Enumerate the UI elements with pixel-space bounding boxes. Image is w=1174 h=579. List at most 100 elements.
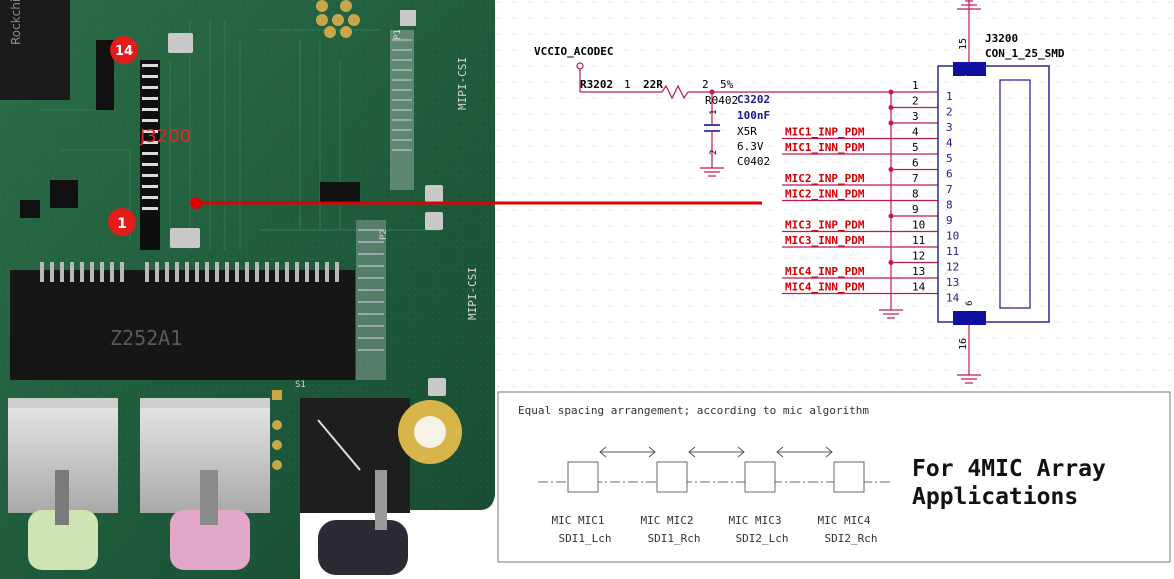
r3202-pin1: 1 <box>624 78 631 91</box>
pin-inner-number: 10 <box>946 230 959 243</box>
net-label: MIC4_INN_PDM <box>785 281 865 294</box>
c3202-package: C0402 <box>737 155 770 168</box>
pin-row: MIC3_INP_PDM 10 10 <box>782 219 959 243</box>
pin-inner-number: 3 <box>946 121 953 134</box>
pin-number: 2 <box>912 95 919 108</box>
j3200-part: CON_1_25_SMD <box>985 47 1065 60</box>
audio-jack-pink <box>140 398 270 570</box>
mic-box <box>833 461 865 493</box>
silk-p2: P2 <box>379 229 389 240</box>
j3200-ref: J3200 <box>985 32 1018 45</box>
spacing-arrows <box>599 446 833 458</box>
mipi-csi-connector-bottom: MIPI-CSI P2 P1 <box>356 29 479 380</box>
pin-number: 3 <box>912 110 919 123</box>
mic-sdi-channel: SDI2_Rch <box>825 532 878 545</box>
title-line1: For 4MIC Array <box>912 456 1106 482</box>
pin-row: 99 <box>888 203 953 227</box>
pin-number: 13 <box>912 265 925 278</box>
ground-symbol-cap <box>700 167 724 177</box>
audio-jack-black <box>300 398 410 575</box>
pin-row: 33 <box>888 110 953 134</box>
net-label: MIC3_INP_PDM <box>785 219 865 232</box>
resistor-symbol <box>661 84 689 100</box>
net-label: MIC2_INN_PDM <box>785 188 865 201</box>
mipi-csi-connector-top: MIPI-CSI <box>390 30 469 190</box>
pin-inner-number: 5 <box>946 152 953 165</box>
net-label: MIC4_INP_PDM <box>785 265 865 278</box>
pin-inner-number: 1 <box>946 90 953 103</box>
pin-inner-number: 6 <box>946 168 953 181</box>
r3202-tolerance: 5% <box>720 78 734 91</box>
pad-top-num: 1 <box>959 75 969 80</box>
pin-number: 7 <box>912 172 919 185</box>
title-line2: Applications <box>912 484 1078 510</box>
pin-inner-number: 14 <box>946 292 960 305</box>
ground-junction <box>888 105 894 110</box>
r3202-package: R0402 <box>705 94 738 107</box>
pin-number: 5 <box>912 141 919 154</box>
pin-inner-number: 7 <box>946 183 953 196</box>
c3202-value: 100nF <box>737 109 770 122</box>
net-label: MIC1_INN_PDM <box>785 141 865 154</box>
pin-number: 8 <box>912 188 919 201</box>
edge-connector: Z252A1 <box>10 262 355 380</box>
mount-hole <box>398 400 462 464</box>
pin-number: 10 <box>912 219 925 232</box>
ground-junction <box>888 120 894 126</box>
arrangement-note: Equal spacing arrangement; according to … <box>518 404 869 417</box>
pin-number: 12 <box>912 250 925 263</box>
ground-junction <box>888 260 894 265</box>
silk-model: Z252A1 <box>110 326 182 350</box>
j3200-footprint: J3200 <box>139 60 191 250</box>
c3202-dielectric: X5R <box>737 125 757 138</box>
net-label: MIC3_INN_PDM <box>785 234 865 247</box>
pin1-badge-text: 1 <box>117 216 127 232</box>
j3200-board-label: J3200 <box>139 126 191 147</box>
ground-symbol-top <box>957 0 981 10</box>
mic-label: MIC MIC3 <box>729 514 782 527</box>
mic-sdi-channel: SDI2_Lch <box>736 532 789 545</box>
pin-inner-number: 4 <box>946 137 953 150</box>
pin-number: 6 <box>912 157 919 170</box>
ground-symbol-bus <box>879 309 903 319</box>
mic-box <box>744 461 776 493</box>
j3200-pin16: 16 <box>958 338 969 350</box>
ground-junction <box>888 167 894 172</box>
pin-number: 11 <box>912 234 925 247</box>
net-vccio-acodec: VCCIO_ACODEC <box>534 45 613 58</box>
mic-sdi-channel: SDI1_Rch <box>648 532 701 545</box>
mic-box <box>656 461 688 493</box>
pin-row: 12 12 <box>888 250 959 274</box>
pin1-badge: 1 <box>108 208 136 236</box>
pin-row: 11 <box>888 79 953 103</box>
silk-s1: S1 <box>295 380 306 390</box>
silk-p1: P1 <box>393 29 403 40</box>
pin-inner-number: 9 <box>946 214 953 227</box>
pin-number: 14 <box>912 281 926 294</box>
mic-sdi-channel: SDI1_Lch <box>559 532 612 545</box>
pin-number: 4 <box>912 126 919 139</box>
mic-label: MIC MIC1 <box>552 514 605 527</box>
mic-label: MIC MIC4 <box>818 514 871 527</box>
r3202-value: 22R <box>643 78 663 91</box>
chip-brand: Rockchip <box>9 0 23 45</box>
connector-j3200: 1 6 J3200 CON_1_25_SMD 15 16 <box>937 0 1065 384</box>
pin-number: 9 <box>912 203 919 216</box>
j3200-pin15: 15 <box>958 38 969 50</box>
pin-row: MIC4_INN_PDM 14 14 <box>782 281 960 305</box>
audio-jack-green <box>8 398 118 570</box>
pin14-badge: 14 <box>110 36 138 64</box>
pin-inner-number: 12 <box>946 261 959 274</box>
net-label: MIC2_INP_PDM <box>785 172 865 185</box>
mic-label: MIC MIC2 <box>641 514 694 527</box>
pin-row: 22 <box>888 95 953 119</box>
r3202-pin2: 2 <box>702 78 709 91</box>
pin-inner-number: 2 <box>946 106 953 119</box>
